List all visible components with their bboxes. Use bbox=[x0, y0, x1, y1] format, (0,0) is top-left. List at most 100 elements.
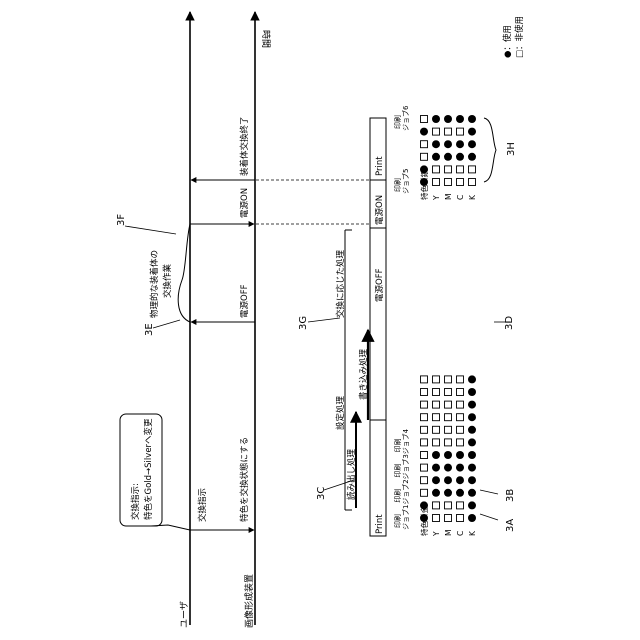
ref-3g: 3G bbox=[298, 316, 309, 330]
bar-print-2: Print bbox=[375, 156, 385, 176]
ref-3d: 3D bbox=[504, 316, 515, 330]
actor-device: 画像形成装置 bbox=[243, 574, 255, 628]
left-cell-unused bbox=[445, 389, 452, 396]
left-job-label-4: 印刷 bbox=[394, 464, 402, 478]
left-cell-used bbox=[444, 451, 452, 459]
left-cell-unused bbox=[433, 414, 440, 421]
bar-print-1: Print bbox=[375, 514, 385, 534]
left-cell-used bbox=[432, 489, 440, 497]
left-cell-used bbox=[444, 476, 452, 484]
usage-table-left: 特色（金）YMCK印刷ジョブ1印刷ジョブ2印刷ジョブ3印刷ジョブ4 bbox=[394, 375, 477, 537]
right-table-brace bbox=[484, 118, 496, 182]
right-job-sub-0: ジョブ5 bbox=[401, 169, 410, 194]
ref-3h: 3H bbox=[506, 142, 517, 156]
physical-work-brace bbox=[178, 224, 190, 322]
read-process-label: 読み出し処理 bbox=[346, 448, 357, 500]
right-cell-used bbox=[420, 178, 428, 186]
set-exchange-state-label: 特色を交換状態にする bbox=[239, 437, 250, 522]
callout-line2: 特色をGold→Silverへ変更 bbox=[143, 418, 154, 520]
left-cell-used bbox=[456, 464, 464, 472]
power-off-label: 電源OFF bbox=[240, 284, 250, 318]
left-row-label-4: K bbox=[468, 530, 477, 536]
left-cell-used bbox=[468, 501, 476, 509]
left-cell-unused bbox=[445, 502, 452, 509]
left-cell-unused bbox=[445, 439, 452, 446]
left-job-sub-4: ジョブ3 bbox=[401, 454, 410, 479]
left-row-label-3: C bbox=[456, 531, 465, 536]
left-cell-used bbox=[468, 413, 476, 421]
left-cell-unused bbox=[457, 389, 464, 396]
right-row-label-4: K bbox=[468, 194, 477, 200]
right-cell-used bbox=[444, 140, 452, 148]
right-cell-used bbox=[420, 165, 428, 173]
power-on-label: 電源ON bbox=[240, 188, 250, 218]
left-cell-unused bbox=[421, 439, 428, 446]
right-row-label-1: Y bbox=[432, 195, 441, 201]
right-cell-used bbox=[456, 140, 464, 148]
left-job-sub-6: ジョブ4 bbox=[401, 428, 410, 454]
left-cell-used bbox=[468, 514, 476, 522]
left-cell-unused bbox=[433, 389, 440, 396]
physical-work-line2: 交換作業 bbox=[162, 263, 173, 298]
right-cell-used bbox=[432, 140, 440, 148]
legend-unused: □：非使用 bbox=[514, 16, 525, 58]
right-cell-used bbox=[456, 115, 464, 123]
right-cell-unused bbox=[433, 128, 440, 135]
bar-power-on: 電源ON bbox=[375, 195, 385, 225]
left-cell-unused bbox=[433, 515, 440, 522]
left-cell-unused bbox=[445, 426, 452, 433]
right-cell-used bbox=[468, 153, 476, 161]
right-cell-used bbox=[456, 153, 464, 161]
callout-box bbox=[120, 414, 162, 526]
left-row-label-2: M bbox=[444, 530, 453, 536]
exchange-proc-label: 交換に応じた処理 bbox=[335, 249, 346, 318]
right-cell-used bbox=[420, 128, 428, 136]
right-cell-unused bbox=[445, 166, 452, 173]
left-cell-used bbox=[456, 451, 464, 459]
left-job-label-2: 印刷 bbox=[394, 489, 402, 503]
left-job-label-6: 印刷 bbox=[394, 438, 402, 452]
left-cell-unused bbox=[457, 401, 464, 408]
ref-3b: 3B bbox=[505, 489, 516, 502]
right-job-label-5: 印刷 bbox=[394, 115, 402, 129]
exchange-end-label: 装着体交換終了 bbox=[239, 116, 250, 176]
left-cell-used bbox=[432, 476, 440, 484]
right-cell-unused bbox=[469, 179, 476, 186]
left-cell-unused bbox=[445, 515, 452, 522]
right-job-sub-5: ジョブ6 bbox=[401, 105, 410, 131]
left-job-sub-0: ジョブ1 bbox=[401, 505, 410, 530]
left-cell-unused bbox=[457, 376, 464, 383]
left-cell-unused bbox=[433, 426, 440, 433]
left-cell-used bbox=[468, 401, 476, 409]
legend-used: ●：使用 bbox=[502, 25, 513, 58]
left-cell-unused bbox=[421, 477, 428, 484]
right-cell-unused bbox=[421, 116, 428, 123]
left-cell-unused bbox=[457, 426, 464, 433]
left-cell-unused bbox=[457, 515, 464, 522]
left-cell-used bbox=[432, 451, 440, 459]
left-cell-unused bbox=[421, 414, 428, 421]
setting-process-label: 設定処理 bbox=[335, 395, 346, 430]
left-cell-used bbox=[468, 489, 476, 497]
ref-3a: 3A bbox=[505, 519, 516, 532]
left-cell-used bbox=[432, 464, 440, 472]
actor-user: ユーザ bbox=[179, 601, 190, 628]
ref-3c: 3C bbox=[316, 487, 327, 500]
left-cell-unused bbox=[457, 414, 464, 421]
left-cell-unused bbox=[421, 401, 428, 408]
right-cell-unused bbox=[457, 179, 464, 186]
left-row-label-1: Y bbox=[432, 531, 441, 537]
left-job-label-0: 印刷 bbox=[394, 514, 402, 528]
timeline-bar bbox=[370, 118, 386, 536]
usage-table-right: 特色（銀）YMCK印刷ジョブ5印刷ジョブ6 bbox=[394, 105, 477, 201]
left-cell-used bbox=[420, 514, 428, 522]
left-cell-unused bbox=[457, 439, 464, 446]
left-cell-unused bbox=[421, 464, 428, 471]
left-cell-used bbox=[420, 501, 428, 509]
right-cell-used bbox=[468, 115, 476, 123]
right-cell-used bbox=[432, 115, 440, 123]
right-row-label-2: M bbox=[444, 194, 453, 200]
left-cell-unused bbox=[457, 502, 464, 509]
right-cell-unused bbox=[421, 153, 428, 160]
